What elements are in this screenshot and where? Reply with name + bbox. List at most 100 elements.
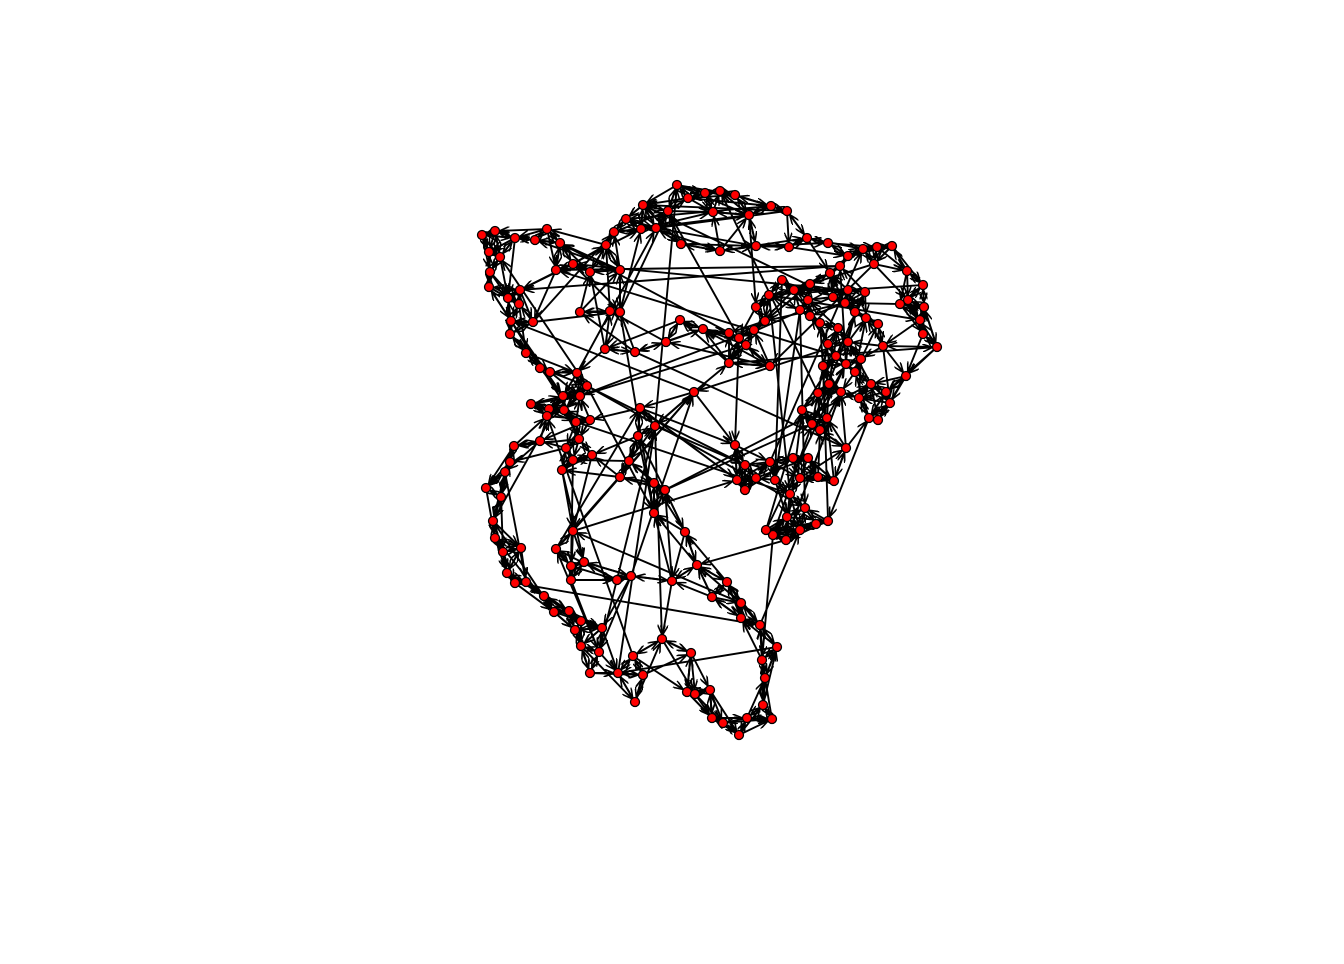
graph-edge — [577, 635, 580, 642]
graph-node — [752, 242, 761, 251]
graph-node — [804, 454, 813, 463]
graph-node — [719, 719, 728, 728]
graph-edge — [913, 302, 920, 305]
graph-node — [616, 266, 625, 275]
graph-edge — [677, 583, 708, 595]
graph-edge — [877, 267, 904, 296]
graph-node — [576, 308, 585, 317]
graph-node — [552, 545, 561, 554]
graph-node — [758, 656, 767, 665]
graph-edge — [556, 372, 573, 373]
graph-node — [569, 527, 578, 536]
graph-node — [842, 360, 851, 369]
graph-node — [796, 474, 805, 483]
graph-node — [830, 477, 839, 486]
graph-edge — [489, 258, 490, 268]
graph-node — [598, 624, 607, 633]
graph-node — [870, 260, 879, 269]
graph-edge — [509, 243, 515, 293]
graph-edge — [828, 424, 834, 477]
graph-node — [662, 338, 671, 347]
graph-node — [586, 416, 595, 425]
graph-node — [540, 592, 549, 601]
graph-node — [801, 504, 810, 513]
graph-edge — [622, 659, 630, 669]
graph-edge — [878, 265, 901, 270]
graph-node — [573, 369, 582, 378]
graph-edge — [888, 323, 917, 343]
graph-edge — [889, 346, 933, 347]
graph-node — [767, 202, 776, 211]
graph-edge — [501, 229, 543, 231]
graph-edge — [691, 658, 694, 689]
graph-node — [687, 649, 696, 658]
graph-node — [701, 189, 710, 198]
graph-node — [517, 544, 526, 553]
graph-node — [510, 442, 519, 451]
graph-node — [731, 191, 740, 200]
graph-node — [499, 548, 508, 557]
graph-node — [567, 576, 576, 585]
graph-node — [902, 372, 911, 381]
graph-edge — [673, 211, 708, 212]
graph-node — [725, 359, 734, 368]
graph-node — [741, 461, 750, 470]
graph-node — [786, 490, 795, 499]
graph-node — [571, 626, 580, 635]
graph-node — [681, 528, 690, 537]
graph-node — [552, 266, 561, 275]
graph-node — [522, 349, 531, 358]
graph-node — [636, 404, 645, 413]
graph-node — [824, 239, 833, 248]
graph-node — [550, 608, 559, 617]
graph-edge — [816, 420, 822, 422]
graph-node — [708, 593, 717, 602]
graph-node — [504, 294, 513, 303]
graph-node — [752, 474, 761, 483]
graph-node — [903, 267, 912, 276]
graph-node — [559, 392, 568, 401]
graph-node — [857, 355, 866, 364]
graph-node — [842, 444, 851, 453]
graph-node — [634, 432, 643, 441]
graph-node — [819, 362, 828, 371]
graph-edge — [772, 284, 779, 291]
graph-edge — [765, 709, 769, 715]
graph-edge — [491, 491, 497, 495]
graph-node — [522, 578, 531, 587]
graph-node — [503, 569, 512, 578]
graph-node — [766, 458, 775, 467]
graph-node — [577, 617, 586, 626]
graph-node — [562, 444, 571, 453]
graph-node — [496, 253, 505, 262]
graph-node — [673, 181, 682, 190]
graph-node — [766, 362, 775, 371]
graph-node — [825, 380, 834, 389]
graph-edge — [513, 309, 517, 317]
graph-edge — [759, 312, 763, 318]
graph-node — [874, 416, 883, 425]
graph-edge — [624, 673, 639, 674]
graph-node — [631, 698, 640, 707]
graph-node — [569, 260, 578, 269]
graph-edge — [670, 331, 698, 341]
graph-node — [832, 352, 841, 361]
graph-node — [546, 368, 555, 377]
graph-edge — [591, 388, 800, 505]
graph-node — [867, 380, 876, 389]
graph-node — [750, 326, 759, 335]
graph-node — [588, 451, 597, 460]
graph-node — [709, 208, 718, 217]
graph-edge — [830, 333, 835, 341]
graph-node — [783, 513, 792, 522]
graph-edge — [753, 718, 768, 719]
graph-edge — [725, 192, 730, 193]
graph-node — [511, 579, 520, 588]
graph-node — [765, 291, 774, 300]
graph-node — [771, 476, 780, 485]
graph-edge — [866, 253, 871, 260]
graph-node — [491, 534, 500, 543]
graph-node — [613, 576, 622, 585]
